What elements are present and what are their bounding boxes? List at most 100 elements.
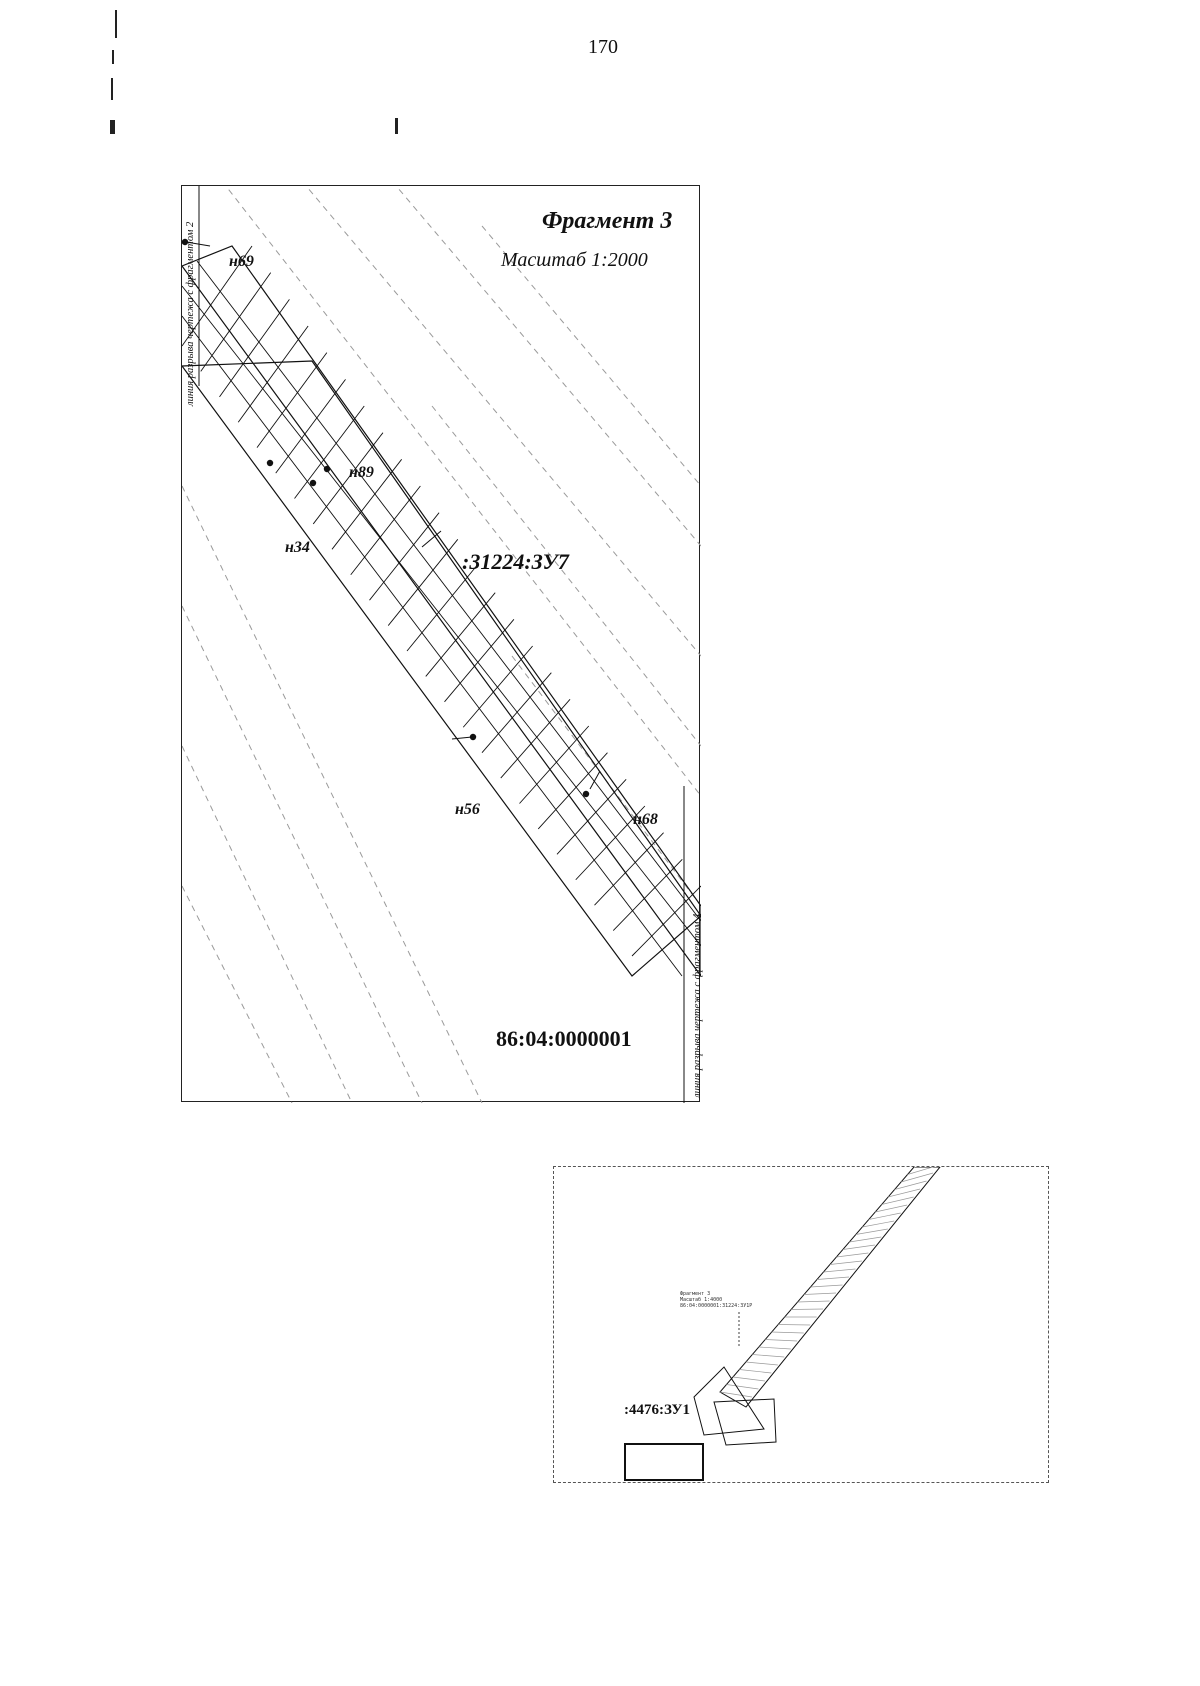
background-line: [395, 186, 701, 547]
scale-label: Масштаб 1:2000: [501, 249, 648, 271]
background-line: [305, 186, 701, 657]
hatch-line: [481, 672, 552, 753]
overview-hatch: [771, 1331, 804, 1334]
point-label-n56: н56: [455, 801, 480, 818]
overview-hatch: [719, 1391, 753, 1398]
overview-hatch: [823, 1268, 856, 1273]
leader-line: [185, 241, 211, 247]
hatch-line: [237, 325, 309, 423]
overview-parcel-south: [713, 1398, 777, 1446]
hatch-line: [444, 619, 515, 703]
overview-parcel-label: :4476:ЗУ1: [624, 1402, 691, 1418]
hatch-line: [200, 272, 272, 372]
overview-hatch: [888, 1188, 921, 1198]
hatch-line: [425, 592, 496, 677]
corridor-axis-line: [182, 285, 701, 947]
background-line: [182, 885, 293, 1103]
scan-mark: [112, 50, 114, 64]
overview-hatch: [829, 1260, 862, 1265]
cut-line-text-left: линия разрыва чертежа с фрагментом 2: [185, 221, 196, 406]
overview-hatch: [849, 1236, 882, 1243]
hatch-line: [369, 512, 440, 601]
leader-line: [589, 770, 601, 790]
background-line: [481, 225, 701, 487]
boundary-point: [469, 733, 477, 741]
hatch-line: [219, 299, 290, 398]
overview-hatch: [752, 1354, 785, 1358]
hatch-line: [275, 379, 346, 474]
overview-hatch: [797, 1300, 830, 1303]
hatch-line: [406, 565, 477, 652]
overview-hatch: [726, 1384, 759, 1390]
scan-mark: [110, 120, 115, 134]
hatch-line: [331, 459, 403, 550]
overview-map: Фрагмент 3 Масштаб 1:4000 86:04:0000001:…: [553, 1166, 1049, 1483]
background-line: [225, 186, 701, 797]
cadastral-quarter-label: 86:04:0000001: [496, 1026, 632, 1051]
overview-hatch: [778, 1324, 811, 1326]
scan-mark: [395, 118, 398, 134]
overview-hatch: [791, 1308, 824, 1310]
map-drawing: [182, 186, 701, 1103]
point-label-n68: н68: [633, 811, 658, 828]
overview-hatch: [900, 1172, 934, 1183]
overview-hatch: [875, 1204, 908, 1213]
overview-hatch: [894, 1180, 927, 1190]
hatch-line: [594, 832, 664, 906]
parcel-label: :31224:ЗУ7: [462, 549, 569, 574]
hatch-line: [519, 725, 590, 804]
hatch-line: [556, 779, 627, 855]
overview-hatch: [745, 1361, 778, 1366]
overview-hatch: [907, 1167, 935, 1175]
corridor-outline: [182, 360, 701, 977]
overview-hatch: [862, 1220, 895, 1228]
background-line: [431, 405, 701, 747]
overview-hatch: [836, 1252, 869, 1258]
background-line: [182, 745, 353, 1103]
hatch-line: [612, 859, 683, 931]
hatch-line: [256, 352, 328, 448]
hatch-line: [312, 432, 384, 525]
hatch-line: [537, 752, 608, 830]
legend-box: [624, 1443, 704, 1481]
hatch-line: [631, 885, 701, 957]
hatch-line: [462, 645, 533, 728]
hatch-line: [575, 805, 646, 881]
overview-hatch: [810, 1284, 843, 1288]
corridor-outer-boundary: [182, 245, 701, 978]
hatch-line: [182, 245, 253, 347]
scan-mark: [115, 10, 117, 38]
overview-note: Фрагмент 3 Масштаб 1:4000 86:04:0000001:…: [680, 1291, 752, 1309]
boundary-point: [309, 479, 317, 487]
boundary-point: [582, 790, 590, 798]
leader-line: [421, 530, 442, 548]
scan-mark: [111, 78, 113, 100]
overview-hatch: [758, 1346, 791, 1350]
cut-line-text-right: линия разрыва чертежа с фрагментом 4: [692, 913, 703, 1098]
overview-hatch: [868, 1212, 901, 1220]
overview-hatch: [765, 1339, 798, 1342]
point-label-n89: н89: [349, 464, 374, 481]
overview-hatch: [732, 1376, 765, 1382]
boundary-point: [266, 459, 274, 467]
point-label-n34: н34: [285, 539, 310, 556]
overview-drawing: [693, 1167, 941, 1446]
overview-hatch: [842, 1244, 875, 1250]
point-label-n69: н69: [229, 253, 254, 270]
boundary-point: [182, 238, 189, 246]
leader-line: [451, 736, 473, 740]
hatch-line: [350, 485, 421, 576]
overview-note-line1: Фрагмент 3: [680, 1291, 711, 1297]
hatch-line: [294, 405, 365, 499]
overview-hatch: [855, 1228, 888, 1235]
corridor-axis-line: [182, 315, 683, 977]
background-line: [182, 485, 483, 1103]
hatch-line: [500, 699, 571, 779]
fragment-title: Фрагмент 3: [542, 208, 673, 234]
overview-parcel-north: [693, 1366, 765, 1436]
corridor-axis-line: [196, 260, 701, 922]
background-line: [182, 605, 423, 1103]
overview-note-line3: 86:04:0000001:31224:ЗУ1Р: [680, 1303, 753, 1309]
overview-hatch: [739, 1369, 772, 1374]
hatch-line: [387, 539, 459, 626]
